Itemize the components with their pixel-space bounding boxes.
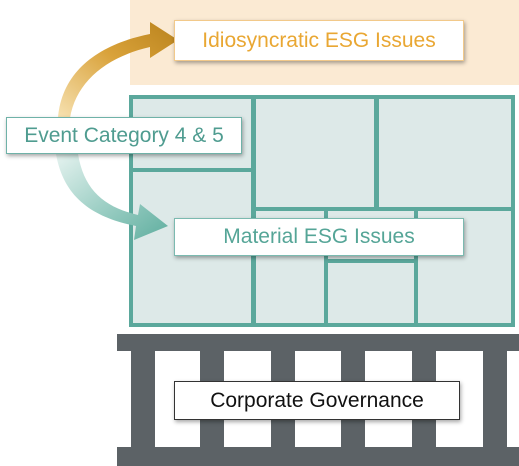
foundation-top-slab [117, 334, 519, 351]
teal-curved-arrow [56, 154, 168, 240]
grid-cell [379, 99, 511, 207]
event-category-label: Event Category 4 & 5 [6, 117, 242, 154]
corporate-governance-text: Corporate Governance [210, 388, 424, 412]
grid-cell [328, 263, 414, 323]
material-esg-issues-text: Material ESG Issues [223, 225, 415, 248]
idiosyncratic-esg-issues-text: Idiosyncratic ESG Issues [202, 28, 436, 52]
grid-cell [256, 99, 374, 207]
foundation-pillar [483, 351, 507, 447]
corporate-governance-label: Corporate Governance [174, 381, 460, 420]
material-esg-issues-label: Material ESG Issues [174, 218, 464, 256]
idiosyncratic-esg-issues-label: Idiosyncratic ESG Issues [174, 20, 464, 61]
foundation-pillar [131, 351, 155, 447]
gold-curved-arrow [58, 22, 178, 118]
event-category-text: Event Category 4 & 5 [24, 123, 224, 147]
foundation-bottom-slab [117, 447, 519, 466]
